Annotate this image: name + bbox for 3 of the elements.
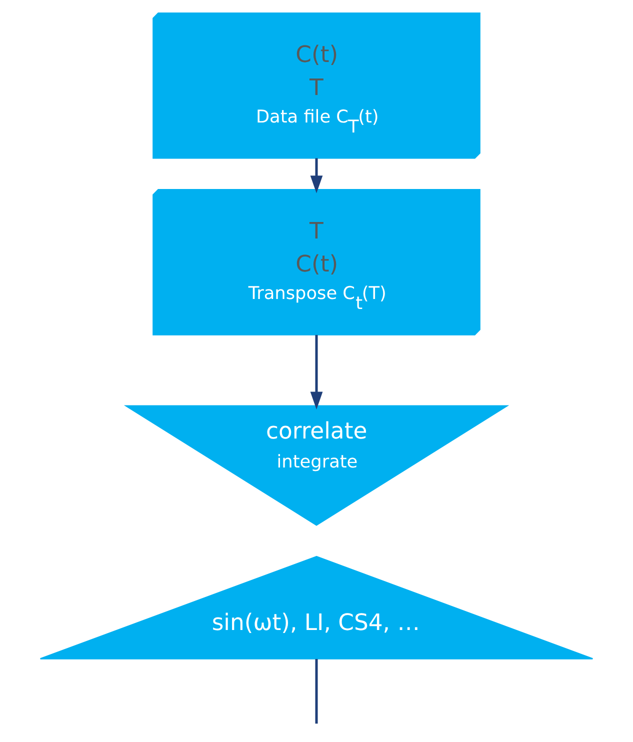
arrow xyxy=(310,158,323,194)
connector xyxy=(315,659,318,724)
arrow xyxy=(310,334,323,410)
